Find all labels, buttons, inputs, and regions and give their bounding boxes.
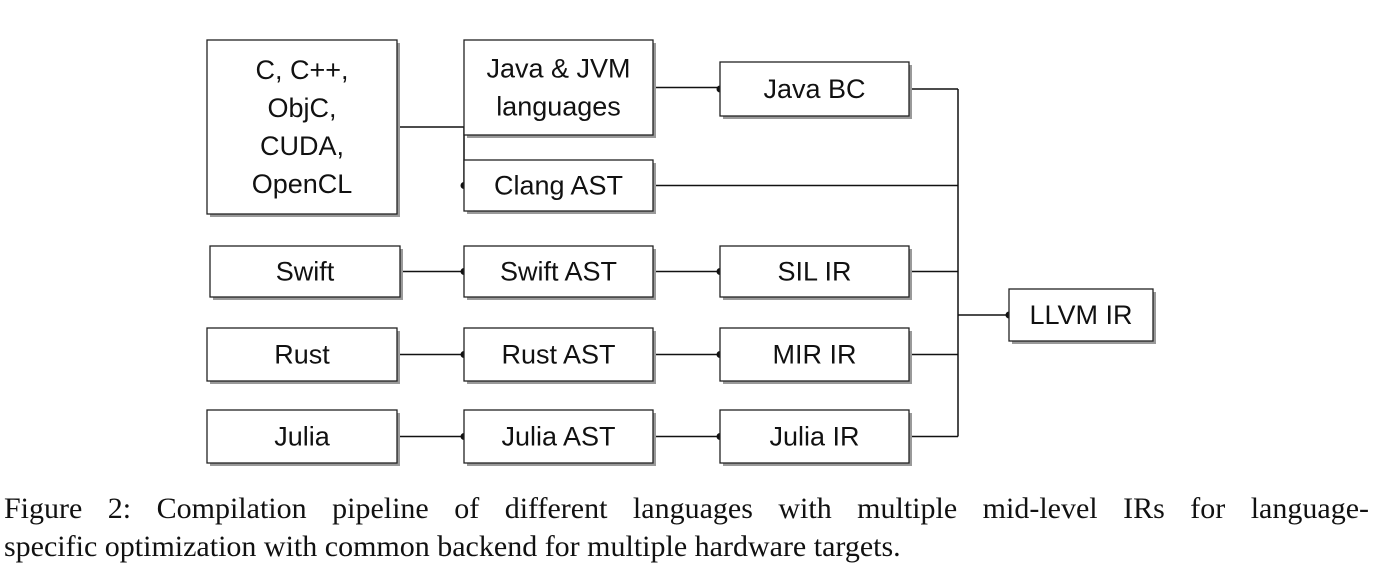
node-julia-ast-label-line-1: Julia AST: [501, 422, 615, 452]
node-julia-ir-box: [719, 409, 910, 464]
node-swift-ast-label-line-1: Swift AST: [500, 257, 617, 287]
node-c-family: C, C++, ObjC, CUDA, OpenCL: [206, 39, 400, 217]
node-mir-ir-box: [719, 327, 910, 382]
node-c-family-label-line-4: OpenCL: [252, 169, 353, 199]
node-java-jvm-languages: Java & JVM languages: [463, 39, 656, 138]
node-julia: Julia: [206, 409, 400, 466]
node-clang-ast: Clang AST: [463, 159, 656, 214]
node-swift: Swift: [209, 245, 403, 300]
node-mir-ir-label-line-1: MIR IR: [773, 340, 857, 370]
node-rust-label-line-1: Rust: [274, 340, 330, 370]
node-sil-ir-label-line-1: SIL IR: [777, 257, 851, 287]
nodes: C, C++, ObjC, CUDA, OpenCL Java & JVM languag…: [206, 39, 1156, 466]
node-c-family-label-line-2: ObjC,: [267, 93, 336, 123]
node-java-bc-label-line-1: Java BC: [763, 74, 865, 104]
node-julia-box: [206, 409, 398, 464]
node-rust-ast-box: [463, 327, 654, 382]
node-rust-ast-label-line-1: Rust AST: [501, 340, 615, 370]
node-julia-ir: Julia IR: [719, 409, 912, 466]
edge-c-family-to-clang-ast: [397, 126, 465, 186]
node-sil-ir-box: [719, 245, 910, 298]
node-rust-box: [206, 327, 398, 382]
edge-java-to-java-bc: [653, 86, 721, 89]
node-clang-ast-label-line-1: Clang AST: [494, 171, 623, 201]
node-c-family-box: [206, 39, 398, 215]
node-java-jvm-languages-label-line-2: languages: [496, 92, 621, 122]
node-julia-ast-box: [463, 409, 654, 464]
node-llvm-ir-box: [1008, 288, 1154, 342]
figure-caption: Figure 2: Compilation pipeline of differ…: [4, 490, 1369, 566]
node-swift-label-line-1: Swift: [276, 257, 335, 287]
caption-line-1: Figure 2: Compilation pipeline of differ…: [4, 492, 1369, 525]
node-java-bc-box: [719, 61, 910, 117]
node-llvm-ir-label-line-1: LLVM IR: [1029, 300, 1132, 330]
node-julia-label-line-1: Julia: [274, 422, 331, 452]
node-llvm-ir: LLVM IR: [1008, 288, 1156, 344]
node-c-family-label-line-3: CUDA,: [260, 131, 344, 161]
compilation-pipeline-diagram: C, C++, ObjC, CUDA, OpenCL Java & JVM languag…: [206, 39, 1156, 466]
node-clang-ast-box: [463, 159, 654, 212]
node-java-bc: Java BC: [719, 61, 912, 119]
node-java-jvm-languages-box: [463, 39, 654, 136]
node-julia-ast: Julia AST: [463, 409, 656, 466]
node-c-family-label-line-1: C, C++,: [255, 55, 348, 85]
node-mir-ir: MIR IR: [719, 327, 912, 384]
node-julia-ir-label-line-1: Julia IR: [769, 422, 859, 452]
node-rust-ast: Rust AST: [463, 327, 656, 384]
node-swift-ast-box: [463, 245, 654, 298]
node-java-jvm-languages-label-line-1: Java & JVM: [486, 54, 630, 84]
node-sil-ir: SIL IR: [719, 245, 912, 300]
node-swift-box: [209, 245, 401, 298]
node-rust: Rust: [206, 327, 400, 384]
node-swift-ast: Swift AST: [463, 245, 656, 300]
caption-line-2: specific optimization with common backen…: [4, 530, 901, 563]
